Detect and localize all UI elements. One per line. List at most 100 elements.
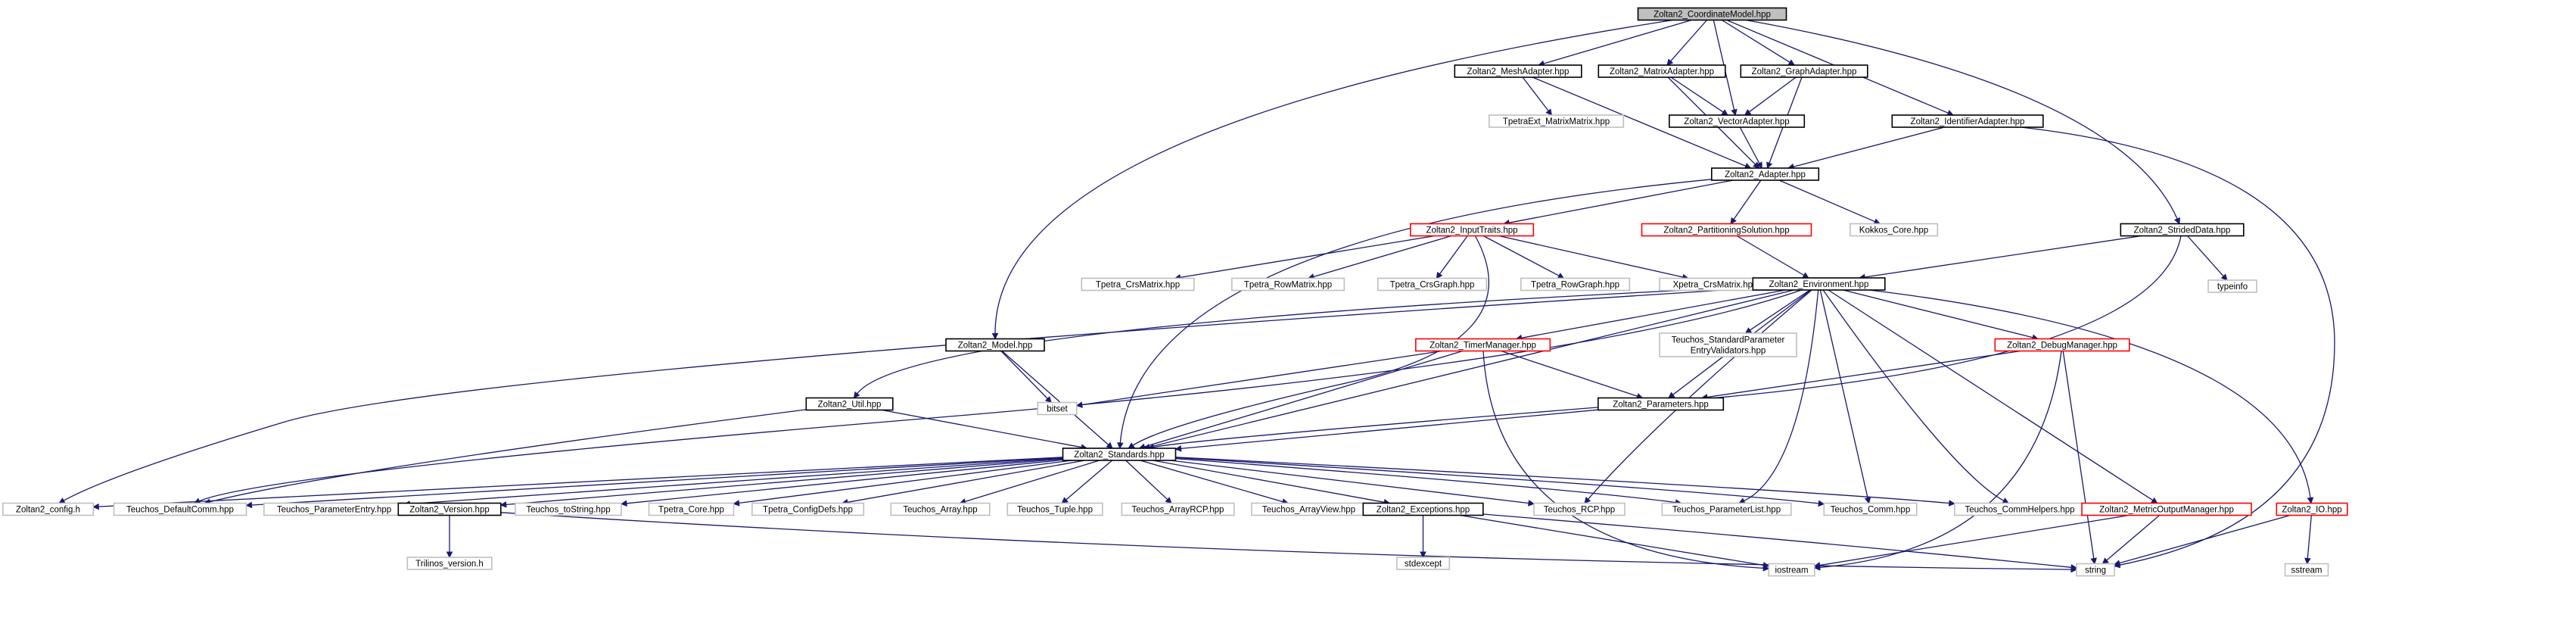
node-env[interactable]: Zoltan2_Environment.hpp	[1752, 277, 1886, 291]
node-tcrsmat: Tpetra_CrsMatrix.hpp	[1081, 277, 1195, 292]
edge-adapter-to-kokkos	[1778, 179, 1881, 225]
edge-standards-to-tarray	[959, 460, 1100, 505]
edge-debug-to-iostream	[1813, 351, 2062, 571]
edge-standards-to-ttuple	[1061, 460, 1113, 504]
node-box	[1396, 557, 1451, 570]
node-box	[1752, 277, 1886, 291]
node-label: Teuchos_Tuple.hpp	[1017, 506, 1093, 515]
node-label: Zoltan2_Environment.hpp	[1769, 280, 1869, 289]
node-partsol[interactable]: Zoltan2_PartitioningSolution.hpp	[1641, 223, 1812, 237]
edge-standards-to-tarrayview	[1140, 460, 1289, 505]
node-label: Zoltan2_InputTraits.hpp	[1426, 226, 1517, 235]
edge-env-to-metricout	[1828, 289, 2158, 504]
node-box	[1768, 563, 1815, 577]
node-box	[397, 502, 502, 516]
edge-env-to-tparamlist	[1738, 289, 1819, 504]
node-box	[1850, 223, 1939, 237]
node-label: TpetraExt_MatrixMatrix.hpp	[1503, 117, 1610, 126]
node-exceptions[interactable]: Zoltan2_Exceptions.hpp	[1362, 502, 1484, 516]
node-label: Tpetra_CrsMatrix.hpp	[1096, 281, 1180, 290]
node-model[interactable]: Zoltan2_Model.hpp	[945, 338, 1045, 352]
edge-inputtraits-to-trowmat	[1307, 235, 1452, 280]
edge-version-to-trilinos	[446, 515, 453, 559]
node-util[interactable]: Zoltan2_Util.hpp	[805, 397, 894, 411]
node-label: Zoltan2_IdentifierAdapter.hpp	[1911, 117, 2025, 126]
node-mesh[interactable]: Zoltan2_MeshAdapter.hpp	[1454, 64, 1582, 78]
node-tdefcomm: Teuchos_DefaultComm.hpp	[113, 502, 247, 516]
node-tpetraext: TpetraExt_MatrixMatrix.hpp	[1489, 114, 1625, 128]
node-tpconfig: Tpetra_ConfigDefs.hpp	[751, 502, 865, 516]
node-box	[2, 502, 95, 516]
node-io[interactable]: Zoltan2_IO.hpp	[2276, 502, 2348, 516]
node-ident[interactable]: Zoltan2_IdentifierAdapter.hpp	[1891, 114, 2044, 128]
node-trcp: Teuchos_RCP.hpp	[1533, 502, 1626, 516]
node-box	[890, 502, 991, 516]
node-box	[1454, 64, 1582, 78]
node-box	[1006, 502, 1103, 516]
node-matrix[interactable]: Zoltan2_MatrixAdapter.hpp	[1598, 64, 1726, 78]
node-box	[1037, 401, 1078, 416]
node-tcommhelpers: Teuchos_CommHelpers.hpp	[1954, 502, 2086, 516]
edge-env-to-io	[1868, 289, 2314, 504]
node-label: Zoltan2_GraphAdapter.hpp	[1752, 67, 1857, 76]
graph-edges	[58, 19, 2335, 573]
node-graphad[interactable]: Zoltan2_GraphAdapter.hpp	[1740, 64, 1868, 78]
node-label: typeinfo	[2217, 282, 2248, 292]
edge-standards-to-tcomm	[1175, 457, 1825, 507]
edge-model-to-standards	[1001, 351, 1113, 449]
node-box	[751, 502, 865, 516]
edge-standards-to-tparamlist	[1175, 457, 1682, 506]
node-label: Zoltan2_TimerManager.hpp	[1430, 342, 1536, 351]
node-box	[1891, 114, 2044, 128]
node-label: Teuchos_ParameterList.hpp	[1672, 506, 1781, 515]
edge-adapter-to-standards	[1117, 179, 1712, 450]
node-box	[2081, 502, 2252, 516]
node-box	[1823, 502, 1918, 516]
node-timer[interactable]: Zoltan2_TimerManager.hpp	[1415, 338, 1551, 352]
edge-exceptions-to-iostream	[1460, 514, 1770, 569]
edge-vector-to-adapter	[1739, 126, 1762, 169]
node-debug[interactable]: Zoltan2_DebugManager.hpp	[1994, 338, 2130, 352]
edge-adapter-to-inputtraits	[1503, 179, 1734, 226]
node-box	[2276, 502, 2348, 516]
node-tpcore: Tpetra_Core.hpp	[648, 502, 735, 516]
edge-inputtraits-to-xcrsmat	[1498, 235, 1689, 281]
node-adapter[interactable]: Zoltan2_Adapter.hpp	[1711, 167, 1820, 181]
edge-strided-to-env	[1859, 235, 2142, 281]
edge-standards-to-version	[499, 458, 1063, 508]
node-params[interactable]: Zoltan2_Parameters.hpp	[1598, 397, 1725, 411]
node-box	[1740, 64, 1868, 78]
node-tcrsgraph: Tpetra_CrsGraph.hpp	[1377, 277, 1488, 292]
node-standards[interactable]: Zoltan2_Standards.hpp	[1062, 448, 1177, 461]
node-box	[1415, 338, 1551, 352]
node-label: Teuchos_ArrayRCP.hpp	[1132, 506, 1224, 515]
graph-nodes: Zoltan2_CoordinateModel.hppZoltan2_MeshA…	[2, 7, 2348, 577]
edge-env-to-trcp	[1584, 289, 1812, 504]
node-strided[interactable]: Zoltan2_StridedData.hpp	[2120, 223, 2245, 237]
node-box	[2207, 279, 2257, 293]
node-box	[1598, 397, 1725, 411]
edge-standards-to-tdefcomm	[245, 457, 1063, 509]
node-label: iostream	[1775, 566, 1808, 575]
node-box	[945, 338, 1045, 352]
node-box	[1661, 502, 1792, 516]
edge-inputtraits-to-trowgraph	[1482, 235, 1565, 279]
node-label: Tpetra_ConfigDefs.hpp	[763, 506, 853, 515]
node-string: string	[2076, 563, 2115, 577]
node-version[interactable]: Zoltan2_Version.hpp	[397, 502, 502, 516]
node-metricout[interactable]: Zoltan2_MetricOutputManager.hpp	[2081, 502, 2252, 516]
node-vector[interactable]: Zoltan2_VectorAdapter.hpp	[1669, 114, 1806, 128]
node-label: Teuchos_ArrayView.hpp	[1262, 506, 1355, 515]
edge-coord-to-strided	[1745, 19, 2180, 225]
edge-partsol-to-env	[1736, 235, 1809, 279]
node-label: Zoltan2_Model.hpp	[958, 342, 1032, 351]
node-box	[1994, 338, 2130, 352]
node-label: Xpetra_CrsMatrix.hpp	[1673, 281, 1758, 290]
node-box	[1641, 223, 1812, 237]
node-coord[interactable]: Zoltan2_CoordinateModel.hpp	[1637, 7, 1787, 21]
node-inputtraits[interactable]: Zoltan2_InputTraits.hpp	[1410, 223, 1535, 237]
node-tarrayview: Teuchos_ArrayView.hpp	[1251, 502, 1367, 516]
node-box	[1520, 277, 1631, 292]
node-label: bitset	[1047, 405, 1068, 414]
